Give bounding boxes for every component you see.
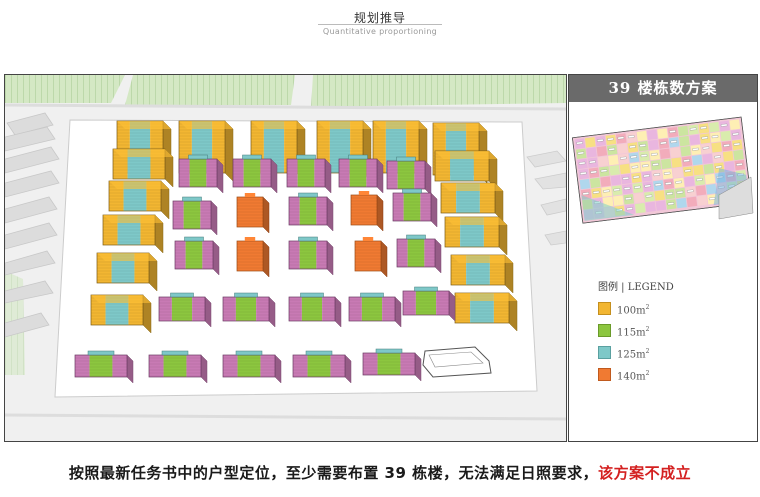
tower-block [434,150,498,190]
low-rise-block [288,236,334,276]
low-rise-block [348,292,402,328]
low-rise-block [386,156,432,196]
low-rise-block [362,348,422,382]
legend-title: 图例 | LEGEND [598,282,674,293]
tower-block [102,214,164,254]
tower-block [450,254,514,294]
sunlight-patches [574,119,750,221]
tower-block [90,294,152,334]
tower-block [440,182,504,222]
low-rise-block [222,350,282,384]
thumbnail-shadow [718,176,754,220]
tower-block [454,292,518,332]
neighbour-buildings-right [526,150,566,246]
low-rise-block [392,188,438,228]
building-outline-empty [422,346,492,378]
low-rise-block [172,196,218,236]
tower-block [96,252,158,292]
tower-block [112,148,174,188]
tower-block [444,216,508,256]
legend-label: 125m [617,349,646,361]
low-rise-block [396,234,442,274]
low-rise-block [174,236,220,276]
site-plan-view [4,74,567,442]
green-field [311,75,566,107]
residential-buildings [74,120,518,384]
low-rise-block [178,154,224,194]
low-rise-block [288,292,342,328]
low-rise-block [402,286,456,322]
legend-label: 140m [617,371,646,383]
page-subtitle: Quantitative proportioning [322,27,438,36]
scheme-title: 39 楼栋数方案 [569,75,757,102]
page-title: 规划推导 [353,11,406,25]
site-plan-3d-render [5,75,566,441]
low-rise-block [148,350,208,384]
legend-label: 100m [617,305,646,317]
low-rise-block [292,350,352,384]
low-rise-block [338,154,384,194]
low-rise-block [74,350,134,384]
orange-block [350,191,384,232]
title-divider [318,24,442,25]
orange-block [354,237,388,278]
sunlight-analysis-thumbnail [571,116,754,224]
orange-block [236,237,270,278]
conclusion-text: 按照最新任务书中的户型定位，至少需要布置 39 栋楼，无法满足日照要求，该方案不… [0,462,760,483]
swatch-140 [598,368,611,381]
low-rise-block [286,154,332,194]
tower-block [108,180,170,220]
neighbour-buildings-left [5,112,60,338]
low-rise-block [288,192,334,232]
conclusion-highlight: 该方案不成立 [598,464,692,482]
low-rise-block [158,292,212,328]
swatch-125 [598,346,611,359]
road [5,413,566,421]
low-rise-block [222,292,276,328]
road [5,103,566,111]
conclusion-main: 按照最新任务书中的户型定位，至少需要布置 39 栋楼，无法满足日照要求， [68,464,599,482]
scheme-panel: 39 楼栋数方案 图例 | LEGEND 100m2 115m2 125m2 1… [568,74,758,442]
green-field [125,75,295,105]
green-field [5,75,125,103]
low-rise-block [232,154,278,194]
swatch-100 [598,302,611,315]
swatch-115 [598,324,611,337]
legend-label: 115m [617,327,646,339]
orange-block [236,193,270,234]
